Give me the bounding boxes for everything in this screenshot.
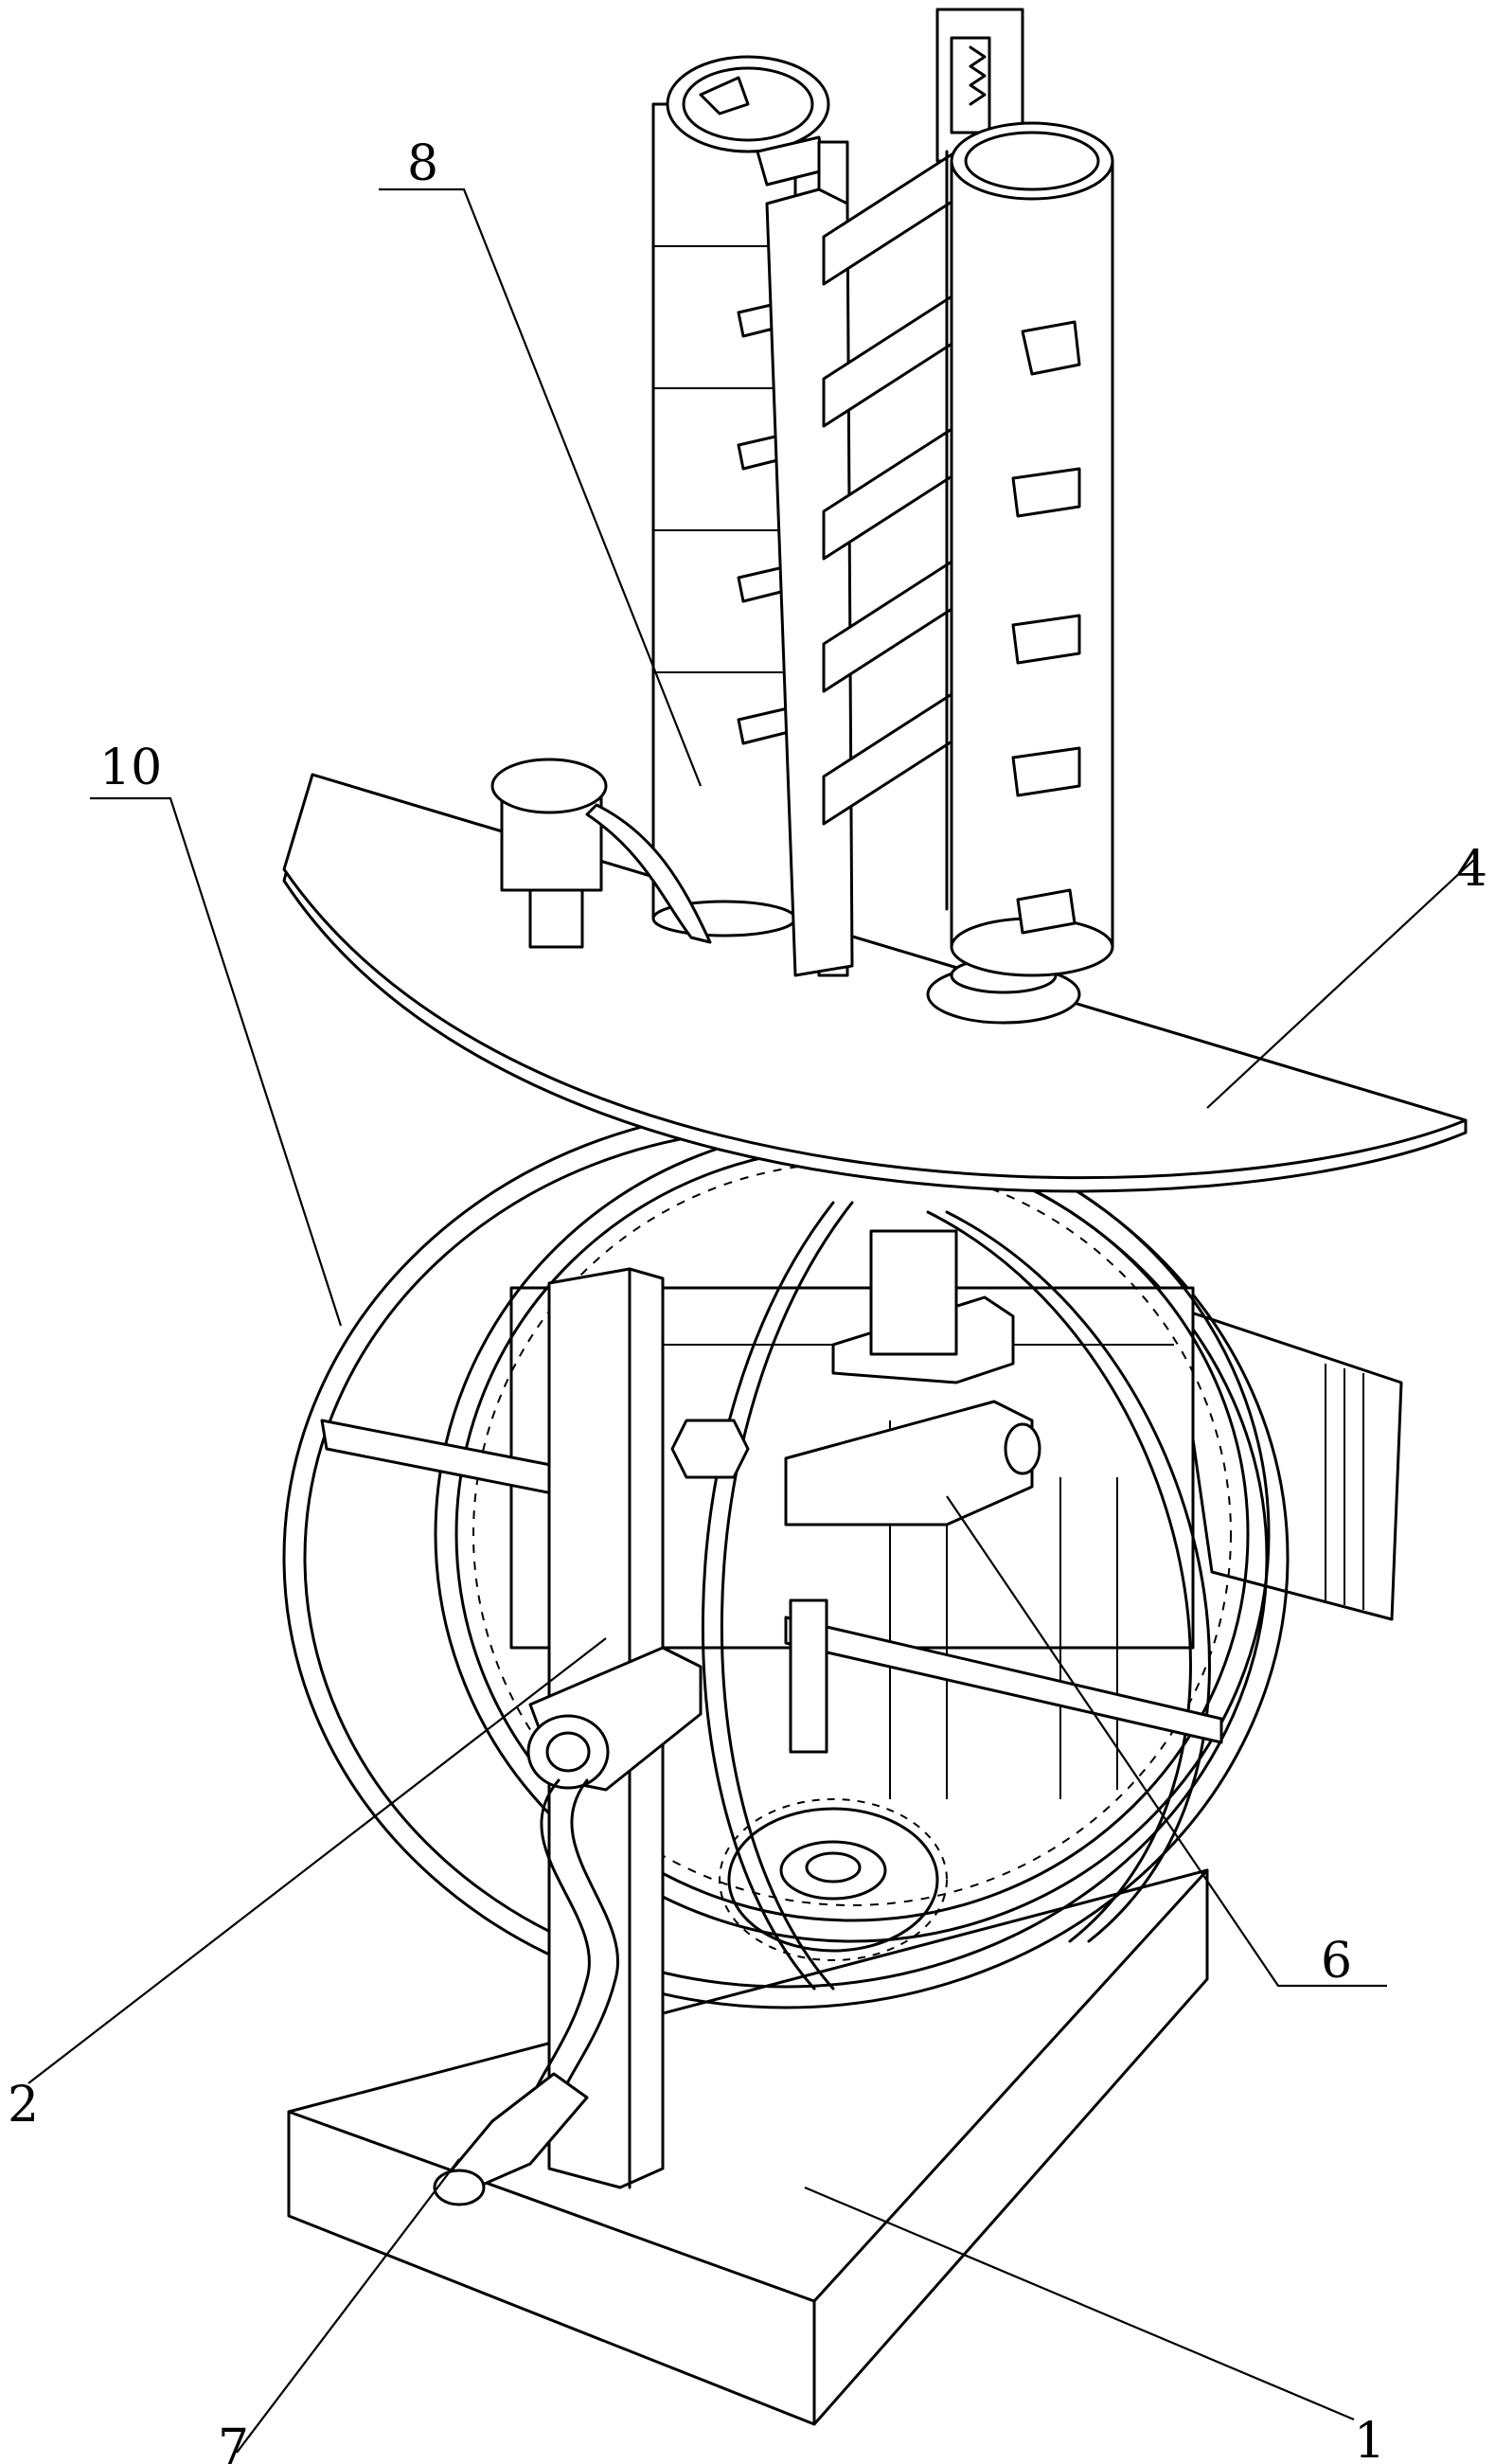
- callout-8: 8: [407, 135, 438, 192]
- right-tube: [926, 121, 1114, 1025]
- crank-stand: [433, 1267, 703, 2206]
- callout-10: 10: [99, 740, 162, 796]
- plate-bolt: [490, 758, 712, 949]
- base-plate: [287, 1868, 1209, 2426]
- callout-1: 1: [1354, 2413, 1385, 2464]
- ladder-rack: [765, 8, 1024, 977]
- callout-2: 2: [8, 2077, 39, 2134]
- callout-6: 6: [1321, 1933, 1352, 1990]
- leader-lines: [27, 187, 1478, 2454]
- callout-labels: 1 2 4 6 7 8 10: [8, 135, 1487, 2464]
- callout-4: 4: [1456, 841, 1487, 898]
- sphere-frame: [282, 1106, 1403, 2009]
- callout-7: 7: [218, 2419, 249, 2464]
- top-plate: [282, 773, 1468, 1193]
